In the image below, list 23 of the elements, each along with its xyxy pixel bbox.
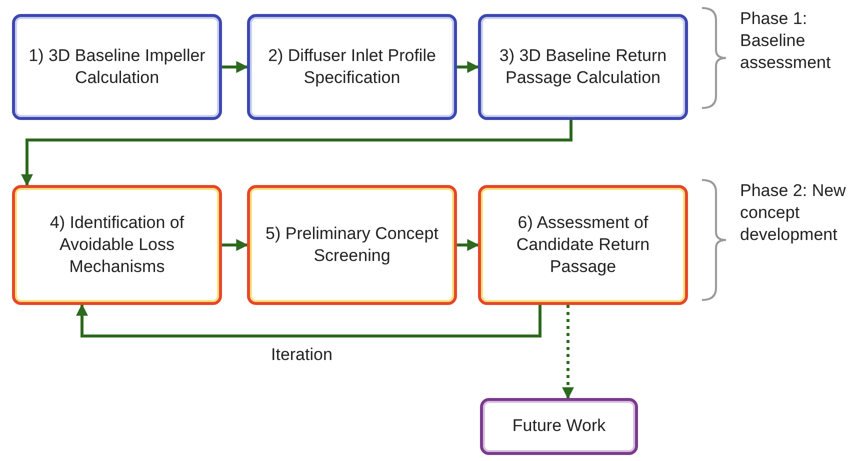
box-label: 5) Preliminary Concept Screening (264, 222, 440, 267)
phase-label: Phase 2: New concept development (740, 180, 847, 246)
arrow (21, 120, 572, 186)
process-box (247, 14, 457, 120)
phase-label: Phase 1: Baseline assessment (740, 8, 832, 74)
arrow (222, 239, 248, 251)
arrow (222, 61, 248, 73)
box-label: 3) 3D Baseline Return Passage Calculation (498, 44, 668, 89)
arrow (562, 305, 574, 400)
arrow (76, 304, 542, 338)
arrow (457, 239, 480, 251)
box-label: 6) Assessment of Candidate Return Passage (515, 212, 651, 278)
box-label: 4) Identification of Avoidable Loss Mechanisms (48, 212, 186, 278)
process-box (247, 185, 457, 305)
process-box (480, 398, 638, 455)
box-label: 2) Diffuser Inlet Profile Specification (267, 44, 437, 89)
arrow (457, 61, 480, 73)
box-label: 1) 3D Baseline Impeller Calculation (28, 44, 206, 89)
process-box (12, 185, 222, 305)
process-box (12, 14, 222, 120)
process-box (478, 185, 688, 305)
box-label: Future Work (511, 415, 607, 438)
process-box (478, 14, 688, 120)
